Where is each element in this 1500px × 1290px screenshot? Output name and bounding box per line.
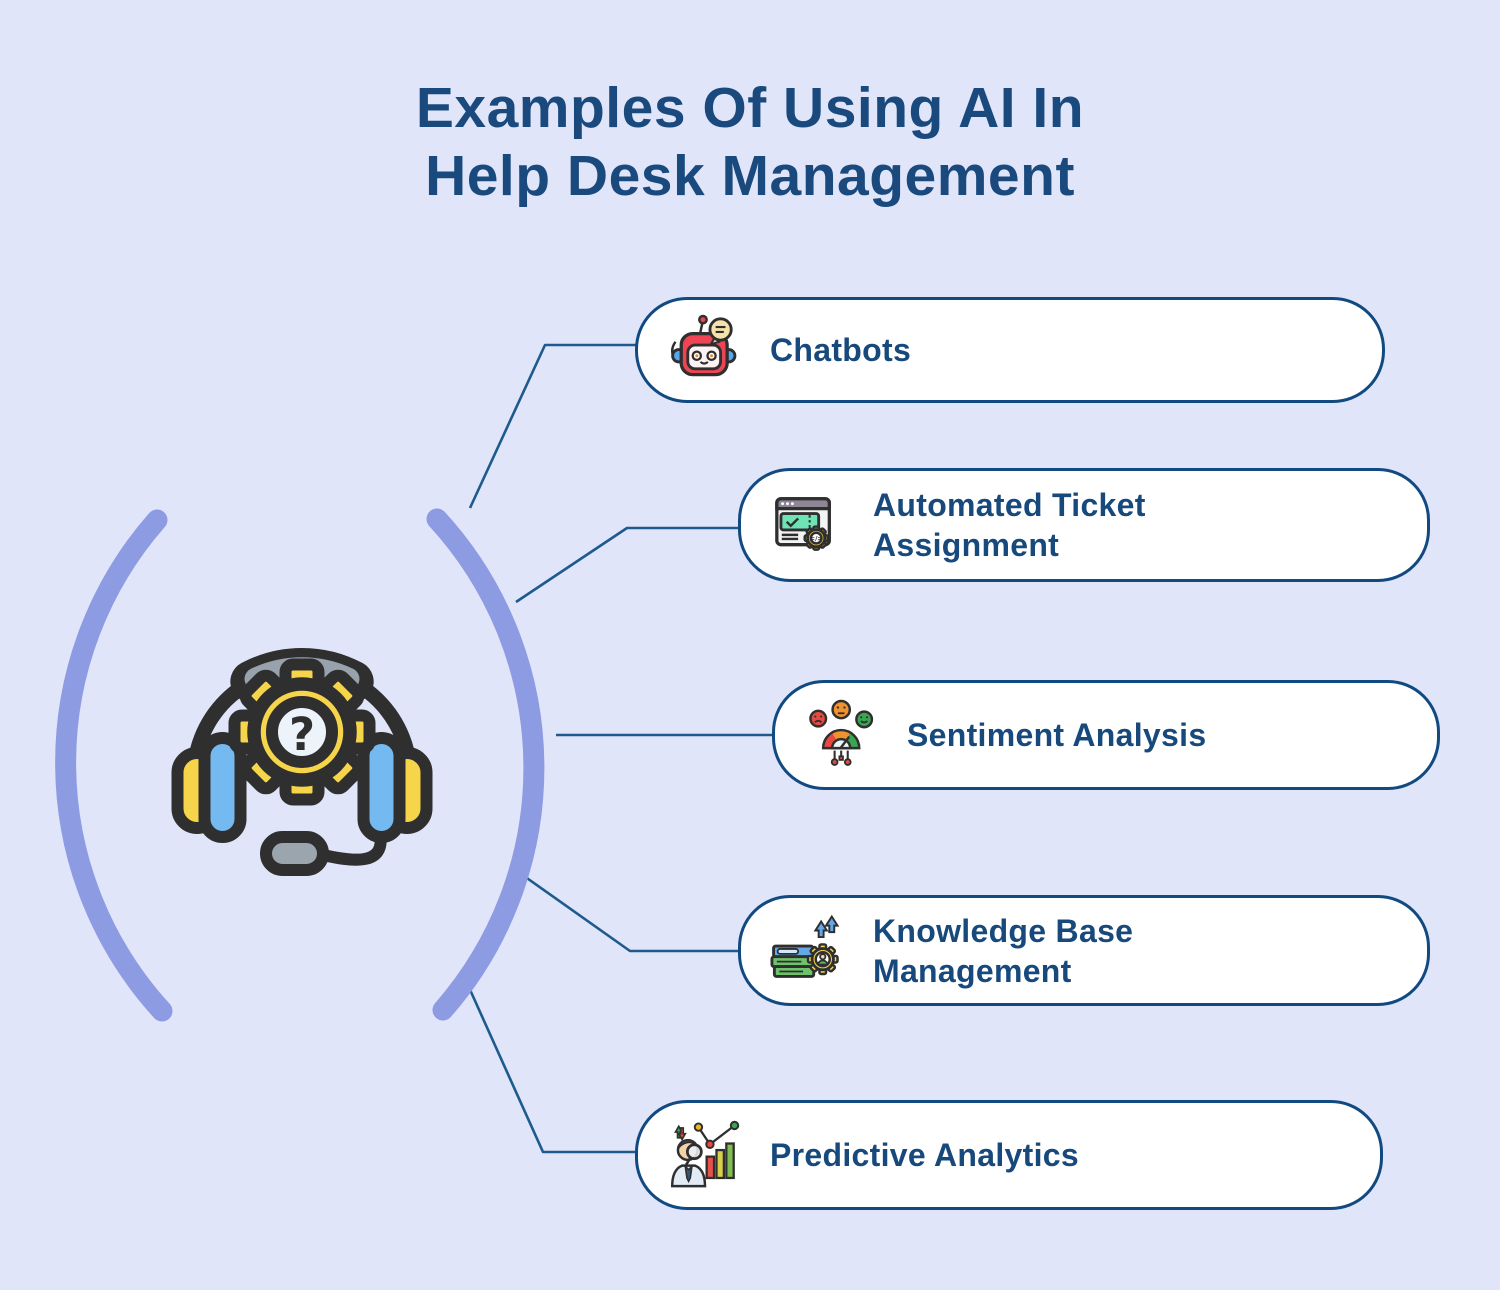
item-label: Automated Ticket Assignment [873, 487, 1146, 563]
item-card-sentiment-analysis: Sentiment Analysis [772, 680, 1440, 790]
item-label: Knowledge Base Management [873, 912, 1134, 989]
connector-line [468, 343, 637, 509]
headset-gear-question-icon: ? [171, 648, 433, 876]
ticket-window-gear-icon: </> [775, 497, 831, 551]
item-card-knowledge-base-management: Knowledge Base Management [738, 895, 1430, 1006]
item-label: Sentiment Analysis [907, 717, 1207, 753]
left-bracket-shape [55, 509, 173, 1022]
chatbot-robot-icon [670, 314, 737, 377]
svg-text:?: ? [289, 708, 315, 761]
svg-text:</>: </> [810, 535, 823, 542]
item-card-predictive-analytics: Predictive Analytics [635, 1100, 1383, 1210]
item-card-chatbots: Chatbots [635, 297, 1385, 403]
item-label: Predictive Analytics [770, 1137, 1079, 1173]
books-gear-person-icon [770, 914, 840, 978]
page-title: Examples Of Using AI In Help Desk Manage… [0, 74, 1500, 210]
page-title-line2: Help Desk Management [425, 144, 1075, 208]
connector-line [465, 982, 637, 1154]
connector-line [523, 874, 740, 953]
item-card-automated-ticket-assignment: </> Automated Ticket Assignment [738, 468, 1430, 582]
connector-line [515, 526, 740, 604]
page-title-line1: Examples Of Using AI In [415, 76, 1085, 140]
item-label: Chatbots [770, 332, 912, 368]
analyst-magnifier-chart-icon [670, 1120, 740, 1188]
sentiment-gauge-faces-icon [809, 699, 874, 766]
